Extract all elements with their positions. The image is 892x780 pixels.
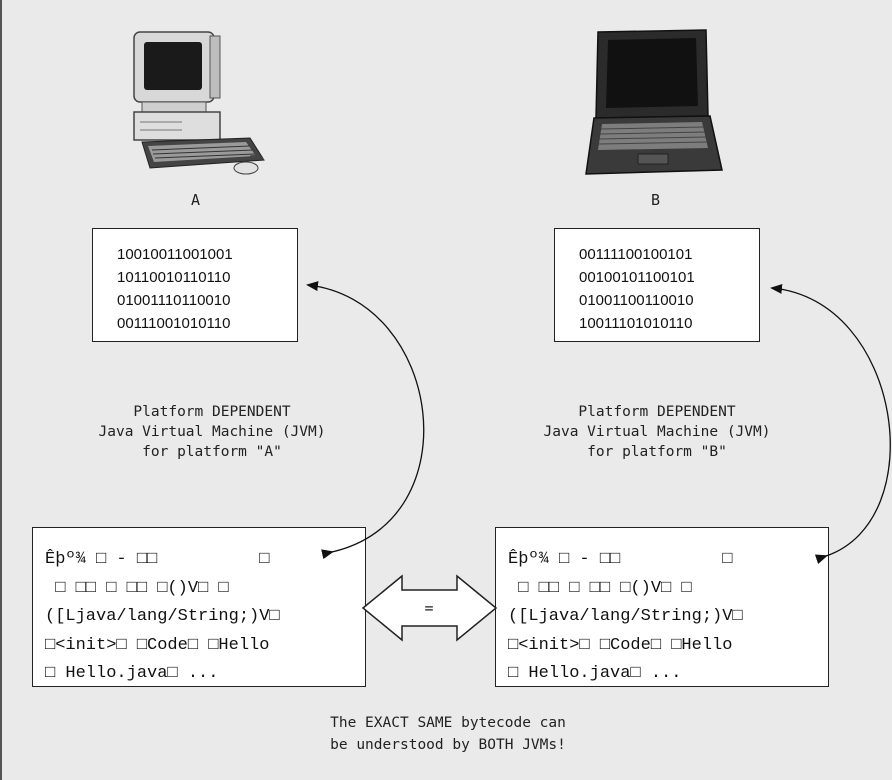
jvm-caption-line: for platform "B": [587, 444, 727, 460]
bottom-caption-line: be understood by BOTH JVMs!: [330, 737, 566, 753]
binary-line: 00111100100101: [579, 246, 693, 263]
bytecode-line: Êþº¾ □ - □□ □: [45, 550, 270, 569]
curved-arrow-a: [306, 281, 425, 560]
jvm-caption-line: Java Virtual Machine (JVM): [543, 424, 771, 440]
bottom-caption: The EXACT SAME bytecode can be understoo…: [202, 712, 694, 756]
bytecode-line: □ □□ □ □□ □()V□ □: [508, 578, 692, 598]
binary-line: 10110010110110: [117, 269, 231, 286]
jvm-caption-line: Platform DEPENDENT: [578, 404, 736, 420]
bytecode-line: ([Ljava/lang/String;)V□: [508, 607, 743, 626]
bytecode-line: □ □□ □ □□ □()V□ □: [45, 578, 229, 598]
binary-line: 10011101010110: [579, 315, 693, 332]
binary-line: 00100101100101: [579, 269, 695, 286]
bytecode-line: □ Hello.java□ ...: [508, 664, 682, 683]
bytecode-line: ([Ljava/lang/String;)V□: [45, 607, 280, 626]
bytecode-line: □<init>□ □Code□ □Hello: [45, 635, 270, 655]
curved-arrow-b: [770, 283, 891, 564]
bottom-caption-line: The EXACT SAME bytecode can: [330, 715, 566, 731]
bytecode-line: □ Hello.java□ ...: [45, 664, 219, 683]
double-arrow-icon: [361, 574, 498, 642]
desktop-computer-icon: [133, 31, 265, 175]
binary-line: 10010011001001: [117, 246, 233, 263]
jvm-caption-line: for platform "A": [142, 444, 282, 460]
binary-line: 00111001010110: [117, 315, 231, 332]
jvm-caption-b: Platform DEPENDENT Java Virtual Machine …: [532, 402, 782, 462]
machine-code-box-b: 00111100100101 00100101100101 0100110011…: [554, 228, 760, 342]
laptop-computer-icon: [585, 29, 723, 175]
machine-code-box-a: 10010011001001 10110010110110 0100111011…: [92, 228, 298, 342]
jvm-caption-line: Platform DEPENDENT: [133, 404, 291, 420]
computer-label-a: A: [191, 191, 201, 209]
binary-line: 01001110110010: [117, 292, 231, 309]
bytecode-line: □<init>□ □Code□ □Hello: [508, 635, 733, 655]
binary-line: 01001100110010: [579, 292, 694, 309]
bytecode-line: Êþº¾ □ - □□ □: [508, 550, 733, 569]
computer-label-b: B: [651, 191, 661, 209]
equals-symbol: =: [424, 599, 433, 617]
